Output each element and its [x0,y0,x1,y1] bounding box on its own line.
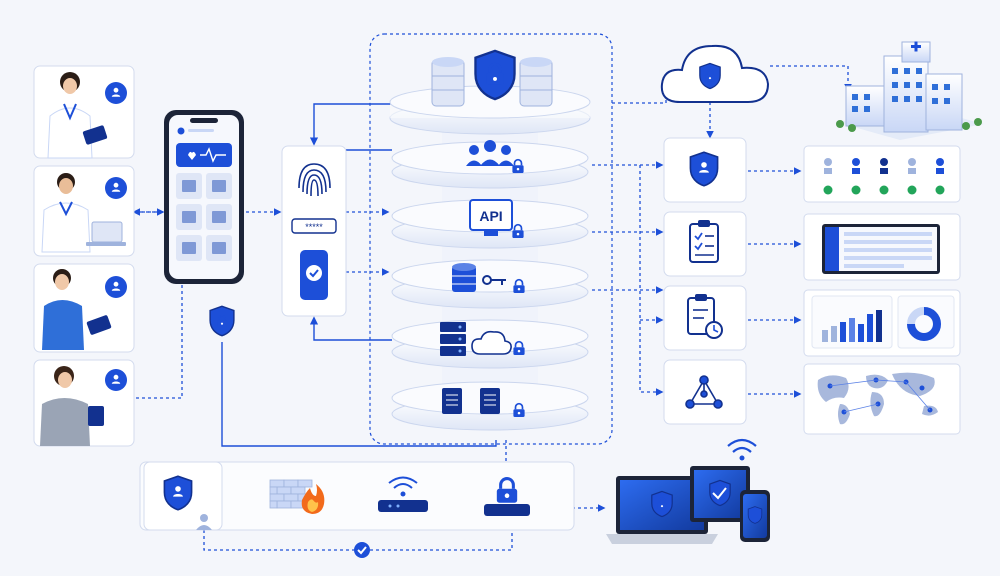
hospital-building-illustration [836,41,984,140]
stack-layer-infrastructure[interactable] [391,319,589,369]
connector-right-bus [639,165,664,396]
service-card-audit[interactable] [663,285,747,351]
pulse-line-icon [200,147,226,163]
connector-cloud-to-hospital [770,65,852,92]
connector-stack-to-auth-top [309,103,392,146]
doctor-with-tablet-illustration [47,72,108,159]
connector-user-bus [134,285,183,399]
patient-badge-icon [105,369,127,391]
user-card-doctor-laptop[interactable] [33,165,135,257]
monitor-shield-icon [690,466,750,522]
service-card-network[interactable] [663,359,747,425]
doctor-with-laptop-illustration [41,173,126,253]
fingerprint-icon [298,163,331,197]
stack-layer-data-protection[interactable] [389,49,591,135]
connector-shield-to-stack [221,342,497,447]
user-card-patient-tablet[interactable] [33,359,135,447]
donut-chart-icon [907,307,941,341]
wifi-signal-icon [727,438,757,453]
api-label: API [479,208,502,224]
stack-layer-api[interactable]: API [391,199,589,249]
user-badge-icon [105,82,127,104]
shield-user-icon [689,151,719,187]
stack-layer-identity[interactable] [391,140,589,189]
service-card-compliance[interactable] [663,211,747,277]
app-profile-icon [177,127,185,135]
firewall-icon[interactable] [269,479,325,514]
shield-user-icon [163,475,193,511]
heart-icon [188,151,196,160]
user-icon [200,514,208,522]
panel-world-map[interactable] [803,363,961,435]
clipboard-checklist-icon [689,220,719,263]
network-nodes-icon [685,375,723,409]
database-stack-icon [431,57,553,107]
patient-with-tablet-illustration [40,366,104,446]
password-field-icon [291,218,337,234]
server-icon [440,322,466,356]
clipboard-clock-icon [687,294,723,339]
service-card-access-control[interactable] [663,137,747,203]
vpn-lock-icon[interactable] [484,476,530,516]
network-endpoint-shield[interactable] [143,461,223,531]
phone-shield-icon [740,490,770,542]
user-card-nurse-tablet[interactable] [33,263,135,353]
panel-analytics-charts[interactable] [803,289,961,357]
nurse-with-tablet-illustration [42,269,112,350]
mobile-health-app-phone[interactable] [164,110,244,284]
user-group-icon [466,140,514,166]
secure-devices[interactable] [606,438,770,544]
cloud-icon [471,330,512,355]
mobile-security-shield [209,305,235,337]
bar-chart-icon [822,310,882,342]
network-security-bar [139,461,575,531]
medical-staff-badge-icon [105,276,127,298]
laptop-shield-icon [606,476,718,544]
connector-stack-to-cloud [612,76,670,104]
stack-layer-encryption[interactable] [391,259,589,309]
wifi-router-icon[interactable] [378,476,428,513]
panel-access-matrix[interactable] [803,145,961,203]
stack-layer-records[interactable] [391,381,589,431]
fire-icon [301,484,325,514]
user-badge-icon [105,177,127,199]
verified-check-icon [354,542,370,558]
user-card-doctor-tablet[interactable] [33,65,135,159]
secure-cloud[interactable] [660,44,770,103]
core-platform-boundary [369,33,613,445]
database-icon [452,263,476,292]
authentication-card[interactable]: ***** [281,145,347,317]
panel-dashboard-screen[interactable] [803,213,961,281]
solid-connectors [221,103,497,447]
connector-stack-to-auth-bottom [309,316,392,341]
documents-icon [442,388,500,414]
access-matrix-grid [823,158,945,195]
password-mask: ***** [305,222,323,232]
key-icon [482,275,506,285]
